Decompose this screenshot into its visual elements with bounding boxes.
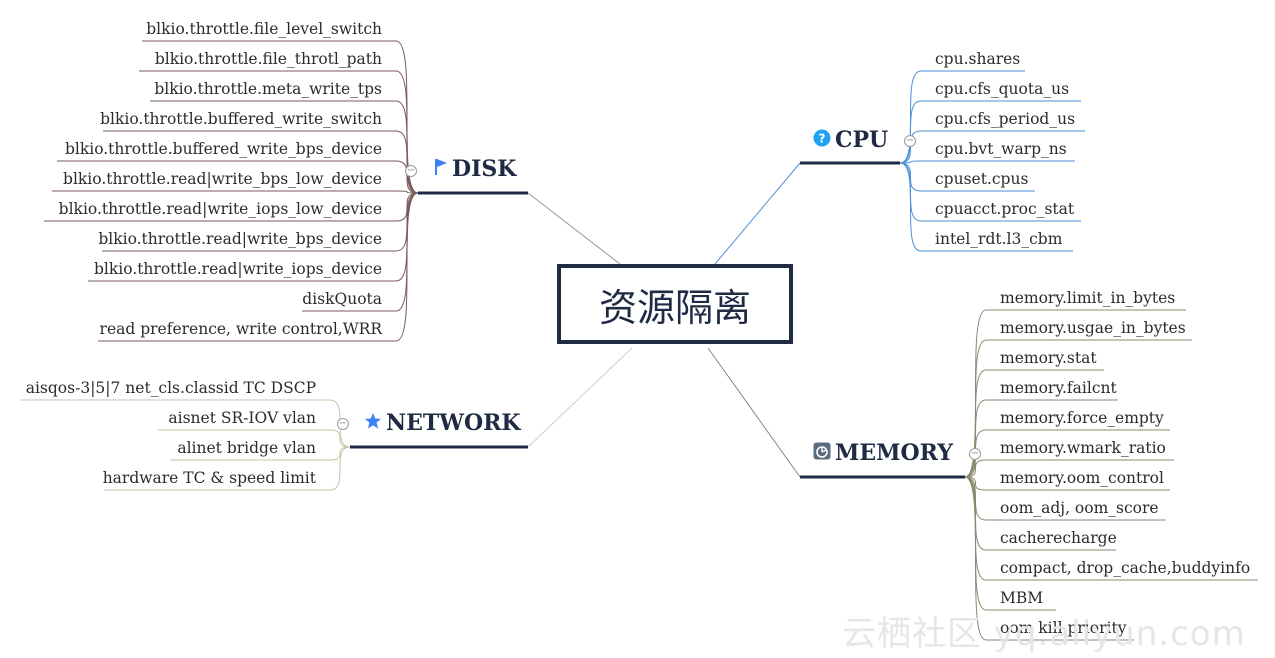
memory-leaf[interactable]: memory.oom_control — [1000, 469, 1164, 487]
watermark: 云栖社区 yq.aliyun.com — [842, 614, 1246, 654]
branch-network[interactable]: NETWORK — [364, 410, 521, 436]
cpu-leaf[interactable]: cpu.cfs_quota_us — [935, 80, 1070, 98]
disk-leaf[interactable]: blkio.throttle.read|write_bps_device — [98, 230, 382, 248]
disk-leaf[interactable]: blkio.throttle.read|write_bps_low_device — [63, 170, 382, 188]
question-icon: ? — [813, 127, 831, 153]
memory-leaf[interactable]: memory.wmark_ratio — [1000, 439, 1166, 457]
connector-center-memory — [707, 347, 801, 478]
collapse-network-icon[interactable]: − — [337, 418, 349, 430]
memory-icon — [813, 440, 831, 466]
flag-icon — [434, 156, 448, 182]
memory-leaf-connector — [964, 476, 987, 491]
branch-cpu-label: CPU — [835, 127, 889, 153]
collapse-cpu-icon[interactable]: − — [904, 135, 916, 147]
memory-leaf[interactable]: compact, drop_cache,buddyinfo — [1000, 559, 1251, 577]
network-leaf[interactable]: hardware TC & speed limit — [102, 469, 316, 487]
branch-memory[interactable]: MEMORY — [813, 440, 953, 466]
disk-leaf[interactable]: read preference, write control,WRR — [99, 320, 382, 338]
memory-leaf-connector — [964, 459, 987, 478]
disk-leaf[interactable]: blkio.throttle.meta_write_tps — [154, 80, 382, 98]
branch-disk-label: DISK — [452, 156, 517, 182]
disk-leaf-connector — [395, 190, 419, 194]
disk-leaf-connector — [395, 192, 419, 342]
central-topic[interactable]: 资源隔离 — [557, 264, 793, 344]
cpu-leaf[interactable]: intel_rdt.l3_cbm — [935, 230, 1063, 248]
collapse-memory-icon[interactable]: − — [969, 448, 981, 460]
memory-leaf[interactable]: cacherecharge — [1000, 529, 1117, 547]
connector-center-disk — [527, 192, 621, 265]
connector-center-network — [527, 347, 633, 448]
central-topic-label: 资源隔离 — [598, 285, 751, 330]
network-leaf[interactable]: aisnet SR-IOV vlan — [168, 409, 316, 427]
cpu-leaf[interactable]: cpu.shares — [935, 50, 1021, 68]
memory-leaf[interactable]: memory.force_empty — [1000, 409, 1164, 427]
network-leaf-connector — [329, 429, 351, 448]
svg-text:?: ? — [819, 132, 826, 146]
disk-leaf[interactable]: blkio.throttle.buffered_write_bps_device — [64, 140, 382, 158]
cpu-leaf-connector — [899, 160, 922, 164]
disk-leaf[interactable]: blkio.throttle.read|write_iops_device — [93, 260, 382, 278]
collapse-disk-icon[interactable]: − — [405, 165, 417, 177]
disk-leaf[interactable]: diskQuota — [302, 290, 382, 308]
network-leaf-connector — [329, 446, 351, 491]
disk-leaf[interactable]: blkio.throttle.file_throtl_path — [154, 50, 382, 68]
connector-center-cpu — [714, 162, 801, 265]
star-icon — [364, 410, 382, 436]
cpu-leaf-connector — [899, 162, 922, 252]
cpu-leaf[interactable]: cpuset.cpus — [935, 170, 1029, 188]
memory-leaf[interactable]: memory.stat — [1000, 349, 1097, 367]
disk-leaf-connector — [395, 160, 419, 194]
cpu-leaf-connector — [899, 100, 922, 164]
disk-leaf[interactable]: blkio.throttle.read|write_iops_low_devic… — [58, 200, 382, 218]
disk-leaf-connector — [395, 130, 419, 194]
memory-leaf[interactable]: MBM — [1000, 589, 1044, 607]
cpu-leaf-connector — [899, 130, 922, 164]
memory-leaf-connector — [964, 476, 987, 641]
network-leaf[interactable]: aisqos-3|5|7 net_cls.classid TC DSCP — [25, 379, 316, 397]
disk-leaf[interactable]: blkio.throttle.file_level_switch — [146, 20, 382, 38]
branch-memory-label: MEMORY — [835, 440, 953, 466]
memory-leaf-connector — [964, 399, 987, 478]
memory-leaf[interactable]: memory.limit_in_bytes — [1000, 289, 1176, 307]
network-leaf[interactable]: alinet bridge vlan — [177, 439, 316, 457]
branch-cpu[interactable]: ? CPU — [813, 127, 888, 153]
memory-leaf[interactable]: memory.usgae_in_bytes — [1000, 319, 1186, 337]
memory-leaf[interactable]: oom_adj, oom_score — [1000, 499, 1159, 517]
disk-leaf[interactable]: blkio.throttle.buffered_write_switch — [100, 110, 382, 128]
branch-network-label: NETWORK — [386, 410, 521, 436]
memory-leaf[interactable]: memory.failcnt — [1000, 379, 1117, 397]
cpu-leaf[interactable]: cpu.cfs_period_us — [935, 110, 1076, 128]
memory-leaf[interactable]: oom kill priority — [1000, 619, 1127, 637]
cpu-leaf[interactable]: cpuacct.proc_stat — [935, 200, 1075, 218]
branch-disk[interactable]: DISK — [434, 156, 516, 182]
cpu-leaf[interactable]: cpu.bvt_warp_ns — [935, 140, 1067, 158]
